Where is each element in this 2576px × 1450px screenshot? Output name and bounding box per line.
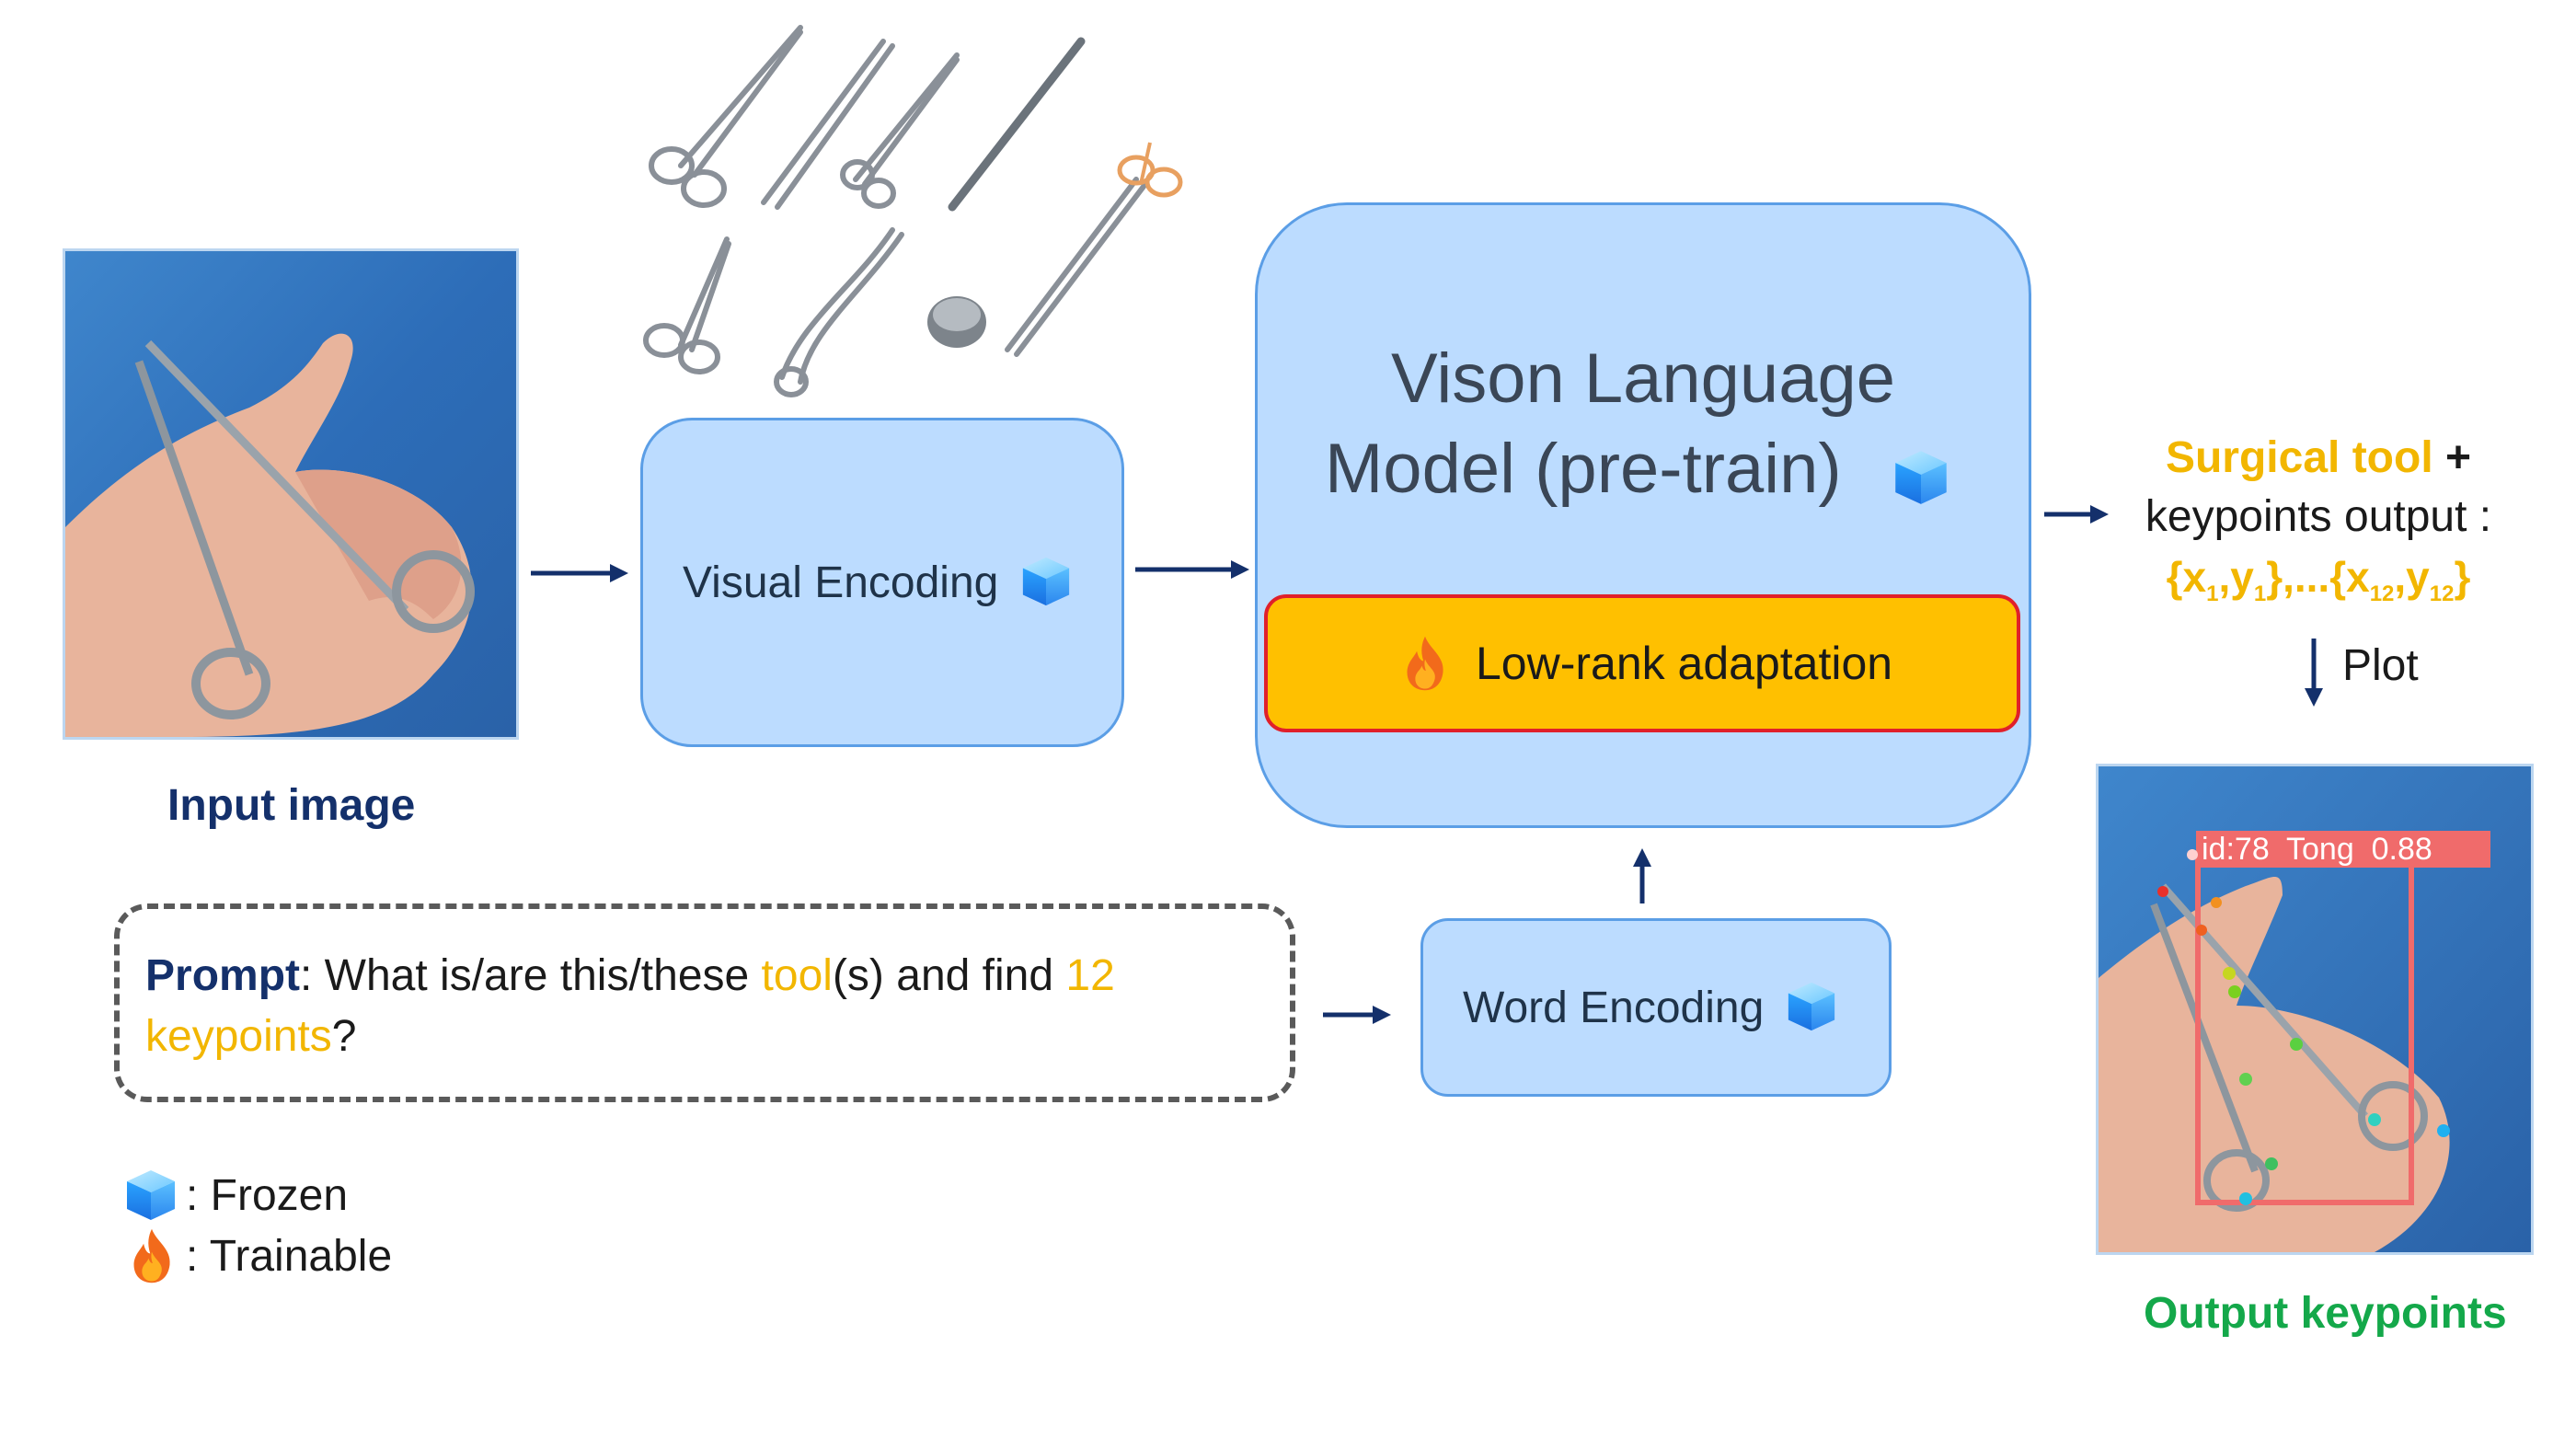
lora-label: Low-rank adaptation: [1476, 638, 1893, 689]
output-image: id:78 Tong 0.88: [2096, 764, 2534, 1255]
arrow-vlm-to-output: [2044, 505, 2109, 524]
coords-sub1b: 1: [2253, 581, 2267, 607]
coords-sub1: 1: [2206, 581, 2219, 607]
legend-flame-icon: [127, 1227, 177, 1284]
legend-frozen-label: : Frozen: [186, 1171, 349, 1220]
output-text-line1: Surgical tool +: [2116, 432, 2521, 483]
coords-sub12: 12: [2369, 581, 2395, 607]
coords-sub12b: 12: [2429, 581, 2455, 607]
detection-label: id:78 Tong 0.88: [2202, 832, 2432, 867]
prompt-end: ?: [331, 1012, 357, 1061]
vlm-box: [1255, 202, 2031, 828]
prompt-text: Prompt: What is/are this/these tool(s) a…: [145, 946, 1268, 1067]
arrow-input-to-visual-encoding: [531, 564, 628, 582]
input-image-caption: Input image: [167, 781, 416, 830]
arrow-visual-encoding-to-vlm: [1135, 560, 1249, 579]
coords-a: {x: [2166, 553, 2207, 601]
output-image-picture: [2099, 766, 2531, 1252]
coords-b: ,y: [2218, 553, 2254, 601]
prompt-num: 12: [1065, 951, 1115, 1000]
prompt-keypoints: keypoints: [145, 1012, 332, 1061]
arrow-word-encoding-to-vlm: [1633, 848, 1651, 903]
output-surgical-tool: Surgical tool: [2165, 433, 2433, 482]
frozen-cube-icon: [1785, 979, 1838, 1032]
arrow-prompt-to-word-encoding: [1323, 1006, 1391, 1024]
output-coords: {x1,y1},...{x12,y12}: [2116, 552, 2521, 607]
vlm-title-line1: Vison Language: [1391, 339, 1895, 418]
visual-encoding-label: Visual Encoding: [683, 558, 999, 607]
prompt-bold-label: Prompt: [145, 951, 300, 1000]
frozen-cube-icon: [1019, 554, 1073, 607]
coords-c: },...{x: [2266, 553, 2370, 601]
arrow-plot: [2305, 639, 2323, 707]
legend-trainable-label: : Trainable: [186, 1232, 393, 1281]
prompt-part1: : What is/are this/these: [300, 951, 762, 1000]
prompt-tool: tool: [761, 951, 833, 1000]
surgical-tools-illustration: [643, 25, 1183, 397]
vlm-title-line2: Model (pre-train): [1325, 430, 1842, 508]
plot-label: Plot: [2342, 641, 2419, 690]
coords-e: }: [2454, 553, 2471, 601]
legend-frozen-cube-icon: [123, 1167, 178, 1222]
word-encoding-label: Word Encoding: [1463, 984, 1765, 1032]
word-encoding-box: [1420, 918, 1892, 1097]
lora-box: [1264, 594, 2020, 732]
output-plus: +: [2432, 433, 2472, 482]
prompt-box: [114, 903, 1295, 1102]
input-image-picture: [65, 251, 516, 737]
prompt-part2: (s) and find: [832, 951, 1066, 1000]
flame-icon: [1400, 635, 1450, 692]
input-image: [63, 248, 519, 740]
output-image-caption: Output keypoints: [2144, 1289, 2507, 1338]
output-text-line2: keypoints output :: [2145, 492, 2492, 541]
frozen-cube-icon: [1892, 447, 1950, 506]
coords-d: ,y: [2394, 553, 2430, 601]
